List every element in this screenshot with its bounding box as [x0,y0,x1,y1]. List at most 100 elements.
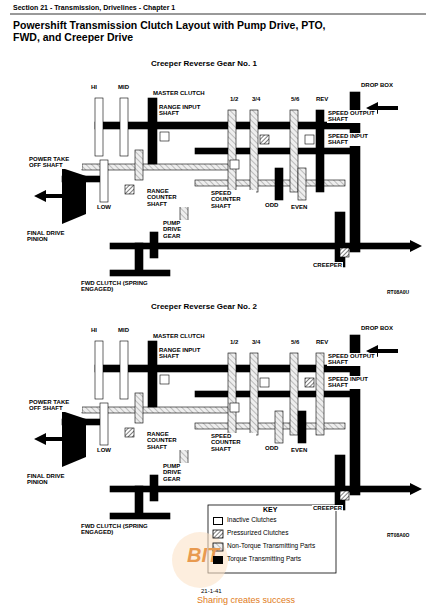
creeper-gear [335,455,345,510]
part-label: 3/4 [251,339,261,345]
part-label: SPEED COUNTER SHAFT [210,190,256,209]
counter-gear [135,393,143,423]
part-label: ODD [264,445,279,451]
part-label: HI [90,327,98,333]
part-label: EVEN [290,204,308,210]
figure-code: RT08A0O [386,533,411,538]
legend-text: Pressurized Clutches [226,530,289,537]
counter-gear [135,150,143,180]
part-label: MID [117,327,130,333]
master-clutch [148,341,157,407]
legend-text: Torque Transmitting Parts [226,556,302,563]
part-label: LOW [96,447,112,453]
part-label: SPEED OUTPUT SHAFT [327,353,377,366]
part-label: CREEPER [312,262,343,268]
key-title: KEY [262,506,278,513]
clutch-pack [160,132,169,141]
clutch-pack [125,185,134,194]
legend-text: Non-Torque Transmitting Parts [226,543,316,550]
part-label: REV [315,339,329,345]
legend-swatch [213,517,223,525]
final-drive-pinion [62,168,86,224]
mid-gear [120,341,128,399]
master-clutch [148,98,157,164]
gear-1-2 [228,110,236,192]
part-label: FINAL DRIVE PINION [26,230,68,243]
part-label: SPEED OUTPUT SHAFT [327,110,377,123]
part-label: LOW [96,204,112,210]
part-label: 1/2 [229,339,239,345]
clutch-pack [340,248,349,257]
range-input-shaft [95,365,350,372]
legend-swatch [213,556,223,564]
watermark-logo [172,532,228,588]
mid-gear [120,98,128,156]
final-drive-pinion [62,411,86,467]
fwd-shaft [110,270,170,276]
view-title: Creeper Reverse Gear No. 1 [150,60,258,68]
gear-1-2 [228,353,236,435]
fwd-shaft [110,513,170,519]
gear-5-6 [290,353,298,435]
part-label: DROP BOX [360,82,402,88]
pump-drive-gear [150,232,158,258]
part-label: HI [90,84,98,90]
pump-drive-gear [150,475,158,501]
output-arrow [34,190,62,202]
part-label: SPEED INPUT SHAFT [327,376,371,389]
gear-5-6 [290,110,298,192]
part-label: POWER TAKE OFF SHAFT [28,156,82,169]
part-label: CREEPER [312,505,343,511]
header-rule [10,14,426,15]
legend-swatch [213,530,223,538]
part-label: POWER TAKE OFF SHAFT [28,399,82,412]
clutch-pack [260,378,269,387]
part-label: RANGE INPUT SHAFT [158,347,202,360]
creeper-gear [335,212,345,267]
part-label: FWD CLUTCH (SPRING ENGAGED) [80,523,162,536]
part-label: PUMP DRIVE GEAR [162,463,200,482]
clutch-pack [230,160,239,169]
part-label: MASTER CLUTCH [152,333,206,339]
part-label: ODD [264,202,279,208]
low-gear [100,160,108,202]
part-label: FWD CLUTCH (SPRING ENGAGED) [80,280,162,293]
legend-text: Inactive Clutches [226,517,278,524]
rev-gear [316,110,324,192]
part-label: 5/6 [290,96,300,102]
hi-gear [95,341,103,399]
even-gear [298,168,306,200]
part-label: MASTER CLUTCH [152,90,206,96]
diagram-title: Powershift Transmission Clutch Layout wi… [12,19,344,43]
figure-code: RT08A0U [386,290,410,295]
part-label: 1/2 [229,96,239,102]
page-header: Section 21 - Transmission, Drivelines - … [12,4,176,11]
part-label: FINAL DRIVE PINION [26,473,68,486]
clutch-pack [340,491,349,500]
part-label: PUMP DRIVE GEAR [162,220,200,239]
watermark: Sharing creates success [196,596,296,605]
speed-input-shaft [195,391,355,397]
range-input-shaft [95,122,350,129]
part-label: RANGE COUNTER SHAFT [146,188,190,207]
page-number: 21-1-41 [200,588,223,594]
part-label: 3/4 [251,96,261,102]
clutch-pack [305,378,314,387]
fwd-arrow [410,483,422,495]
hi-gear [95,98,103,156]
odd-gear [275,168,283,200]
low-gear [100,403,108,445]
view-title: Creeper Reverse Gear No. 2 [150,303,258,311]
speed-input-shaft [195,148,355,154]
rev-gear [316,353,324,435]
clutch-pack [230,403,239,412]
part-label: EVEN [290,447,308,453]
output-arrow [34,433,62,445]
part-label: RANGE INPUT SHAFT [158,104,202,117]
gear-3-4 [250,353,258,435]
clutch-pack [260,135,269,144]
clutch-pack [305,135,314,144]
fwd-arrow [410,240,422,252]
part-label: SPEED INPUT SHAFT [327,133,371,146]
part-label: REV [315,96,329,102]
